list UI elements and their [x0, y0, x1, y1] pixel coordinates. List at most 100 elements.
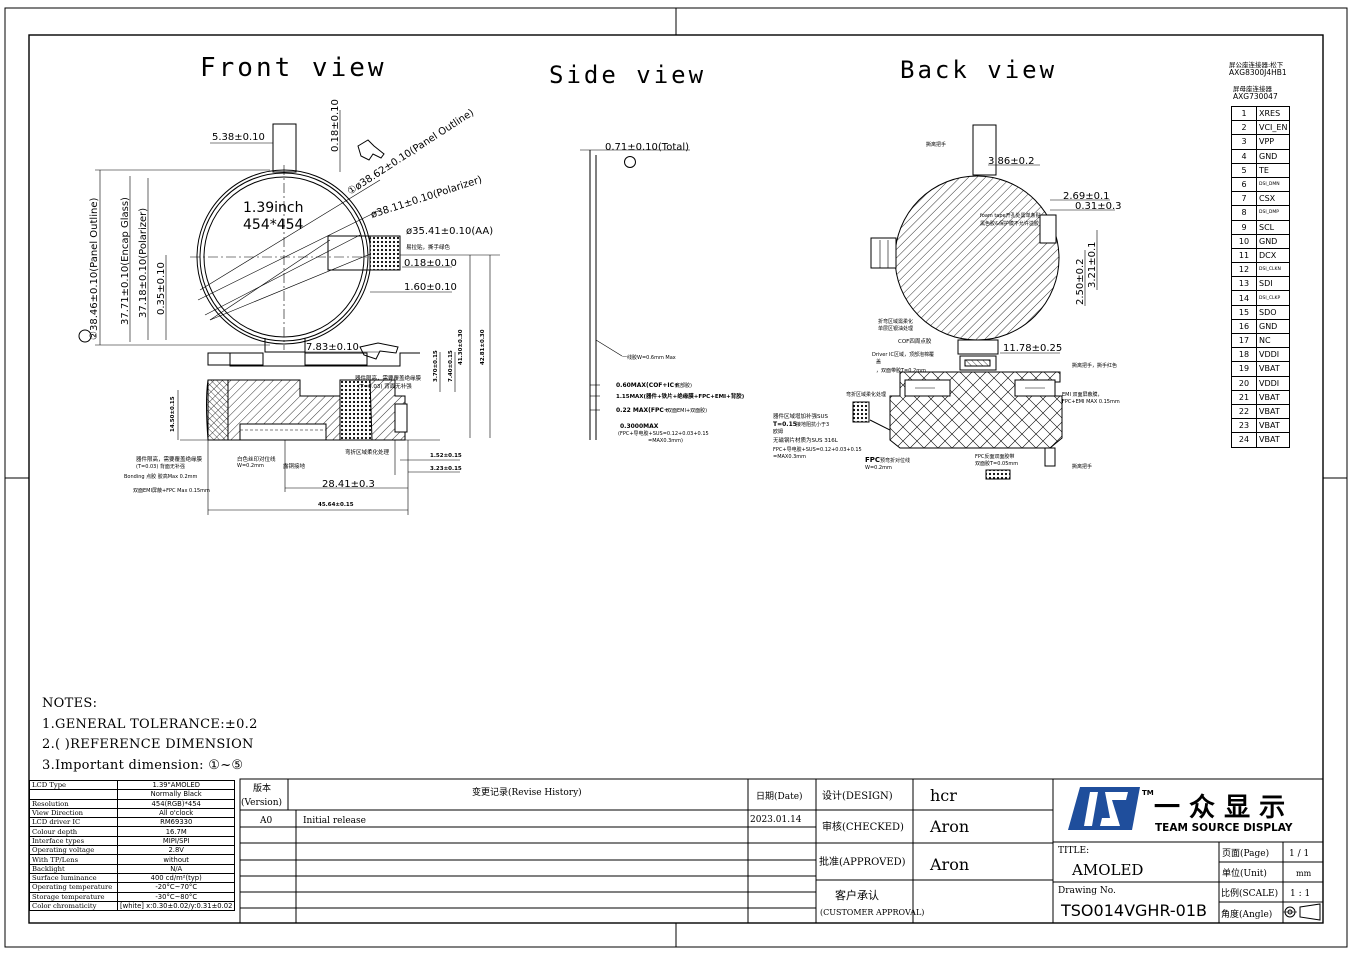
pin-signal: VDDI — [1255, 347, 1291, 363]
title-block-grid — [239, 778, 1324, 924]
side-view-title: Side view — [549, 61, 706, 89]
spec-key: Operating temperature — [29, 882, 118, 893]
pin-signal: VPP — [1255, 134, 1291, 150]
svg-text:批准(APPROVED): 批准(APPROVED) — [819, 855, 906, 868]
svg-text:Initial release: Initial release — [303, 816, 366, 826]
svg-text:器件限高，需要覆盖绝缘膜: 器件限高，需要覆盖绝缘膜 — [136, 455, 203, 463]
svg-text:屏公座连接器:松下: 屏公座连接器:松下 — [1229, 60, 1284, 69]
svg-text:37.71±0.10(Encap Glass): 37.71±0.10(Encap Glass) — [120, 197, 131, 325]
svg-text:日期(Date): 日期(Date) — [756, 791, 803, 802]
pin-number: 1 — [1231, 105, 1257, 122]
pin-signal: VBAT — [1255, 403, 1291, 420]
spec-value: -20°C~70°C — [116, 882, 236, 893]
svg-text:0.3000MAX: 0.3000MAX — [620, 423, 659, 430]
pin-number: 22 — [1231, 403, 1257, 420]
svg-text:FPC反面双面胶带: FPC反面双面胶带 — [975, 453, 1014, 460]
pin-signal: SCL — [1255, 219, 1291, 235]
svg-text:(T=0.03) 背面无补强: (T=0.03) 背面无补强 — [358, 382, 412, 390]
pin-signal: VBAT — [1255, 361, 1291, 377]
svg-text:客户承认: 客户承认 — [835, 888, 879, 902]
svg-text:3.21±0.1: 3.21±0.1 — [1087, 241, 1098, 288]
svg-text:预弯折对位线: 预弯折对位线 — [880, 457, 910, 464]
svg-text:FPC: FPC — [865, 456, 880, 464]
svg-text:EMI 双面屏蔽膜，: EMI 双面屏蔽膜， — [1062, 391, 1103, 398]
svg-text:hcr: hcr — [930, 786, 957, 805]
pin-signal: DSI_DMN — [1255, 176, 1291, 193]
svg-text:(Version): (Version) — [241, 797, 282, 808]
pin-signal: DSI_CLKN — [1255, 262, 1291, 278]
svg-text:37.18±0.10(Polarizer): 37.18±0.10(Polarizer) — [138, 208, 149, 318]
svg-text:11.78±0.25: 11.78±0.25 — [1003, 343, 1062, 354]
spec-value: Normally Black — [116, 789, 236, 800]
pin-signal: VCI_EN — [1255, 120, 1291, 136]
svg-text:3.70±0.15: 3.70±0.15 — [433, 350, 439, 382]
pin-number: 4 — [1231, 148, 1257, 164]
spec-key: With TP/Lens — [29, 854, 118, 865]
spec-key: View Direction — [29, 807, 118, 819]
svg-text:28.41±0.3: 28.41±0.3 — [322, 479, 375, 490]
svg-text:角度(Angle): 角度(Angle) — [1221, 908, 1272, 920]
svg-text:1.39inch: 1.39inch — [243, 200, 304, 216]
svg-text:单位(Unit): 单位(Unit) — [1222, 867, 1267, 879]
svg-text:3.23±0.15: 3.23±0.15 — [430, 466, 462, 472]
spec-key: Storage temperature — [29, 891, 118, 902]
svg-text:器件区域增加补强SUS: 器件区域增加补强SUS — [773, 412, 829, 420]
spec-key: Resolution — [29, 798, 118, 809]
svg-text:3.86±0.2: 3.86±0.2 — [988, 156, 1035, 167]
spec-key: Interface types — [29, 835, 118, 847]
svg-text:=MAX0.3mm: =MAX0.3mm — [773, 454, 806, 460]
svg-text:FPC+EMI MAX 0.15mm: FPC+EMI MAX 0.15mm — [1062, 399, 1120, 405]
back-view — [852, 124, 1115, 480]
spec-value: RM69330 — [116, 817, 236, 828]
spec-value: [white] x:0.30±0.02/y:0.31±0.02 — [116, 900, 236, 912]
pin-signal: DCX — [1255, 247, 1291, 264]
svg-text:比例(SCALE): 比例(SCALE) — [1221, 887, 1278, 899]
spec-value: without — [116, 854, 236, 865]
pin-signal: SDO — [1255, 304, 1291, 320]
svg-text:0.31±0.3: 0.31±0.3 — [1075, 201, 1122, 212]
pin-signal: TE — [1255, 162, 1291, 178]
svg-text:1.52±0.15: 1.52±0.15 — [430, 453, 462, 459]
svg-text:ø38.11±0.10(Polarizer): ø38.11±0.10(Polarizer) — [370, 174, 484, 220]
svg-text:42.81±0.30: 42.81±0.30 — [480, 329, 486, 365]
svg-text:7.40±0.15: 7.40±0.15 — [448, 350, 454, 382]
pin-signal: GND — [1255, 318, 1291, 335]
svg-text:AXG8300J4HB1: AXG8300J4HB1 — [1229, 68, 1287, 77]
svg-text:Driver IC区域，顶部泡棉覆: Driver IC区域，顶部泡棉覆 — [872, 351, 934, 358]
pin-number: 2 — [1231, 120, 1257, 136]
side-view-labels: 0.71±0.10(Total) 一线胶W=0.6mm Max 0.60MAX(… — [605, 142, 745, 444]
pin-number: 9 — [1231, 219, 1257, 235]
svg-text:撕离把手，撕手红色: 撕离把手，撕手红色 — [1072, 362, 1117, 369]
svg-text:COF四周点胶: COF四周点胶 — [898, 337, 932, 345]
pin-signal: GND — [1255, 233, 1291, 249]
svg-text:45.64±0.15: 45.64±0.15 — [318, 502, 354, 508]
svg-text:屏母座连接器: 屏母座连接器 — [1233, 84, 1273, 93]
svg-text:折弯区域需柔化: 折弯区域需柔化 — [878, 318, 913, 325]
spec-value: 1.39"AMOLED — [116, 779, 236, 791]
svg-text:Aron: Aron — [929, 855, 969, 874]
svg-text:Bonding 点胶 胶高Max 0.2mm: Bonding 点胶 胶高Max 0.2mm — [124, 473, 197, 480]
svg-text:易拉贴，撕手绿色: 易拉贴，撕手绿色 — [406, 243, 451, 251]
spec-row: Normally Black — [29, 789, 236, 800]
spec-key: Color chromaticity — [29, 900, 118, 912]
front-view-labels: 1.39inch 454*454 5.38±0.10 0.18±0.10 ①ø3… — [89, 99, 493, 508]
svg-text:0.22 MAX(FPC+: 0.22 MAX(FPC+ — [616, 407, 669, 414]
svg-text:0.18±0.10: 0.18±0.10 — [404, 258, 457, 269]
